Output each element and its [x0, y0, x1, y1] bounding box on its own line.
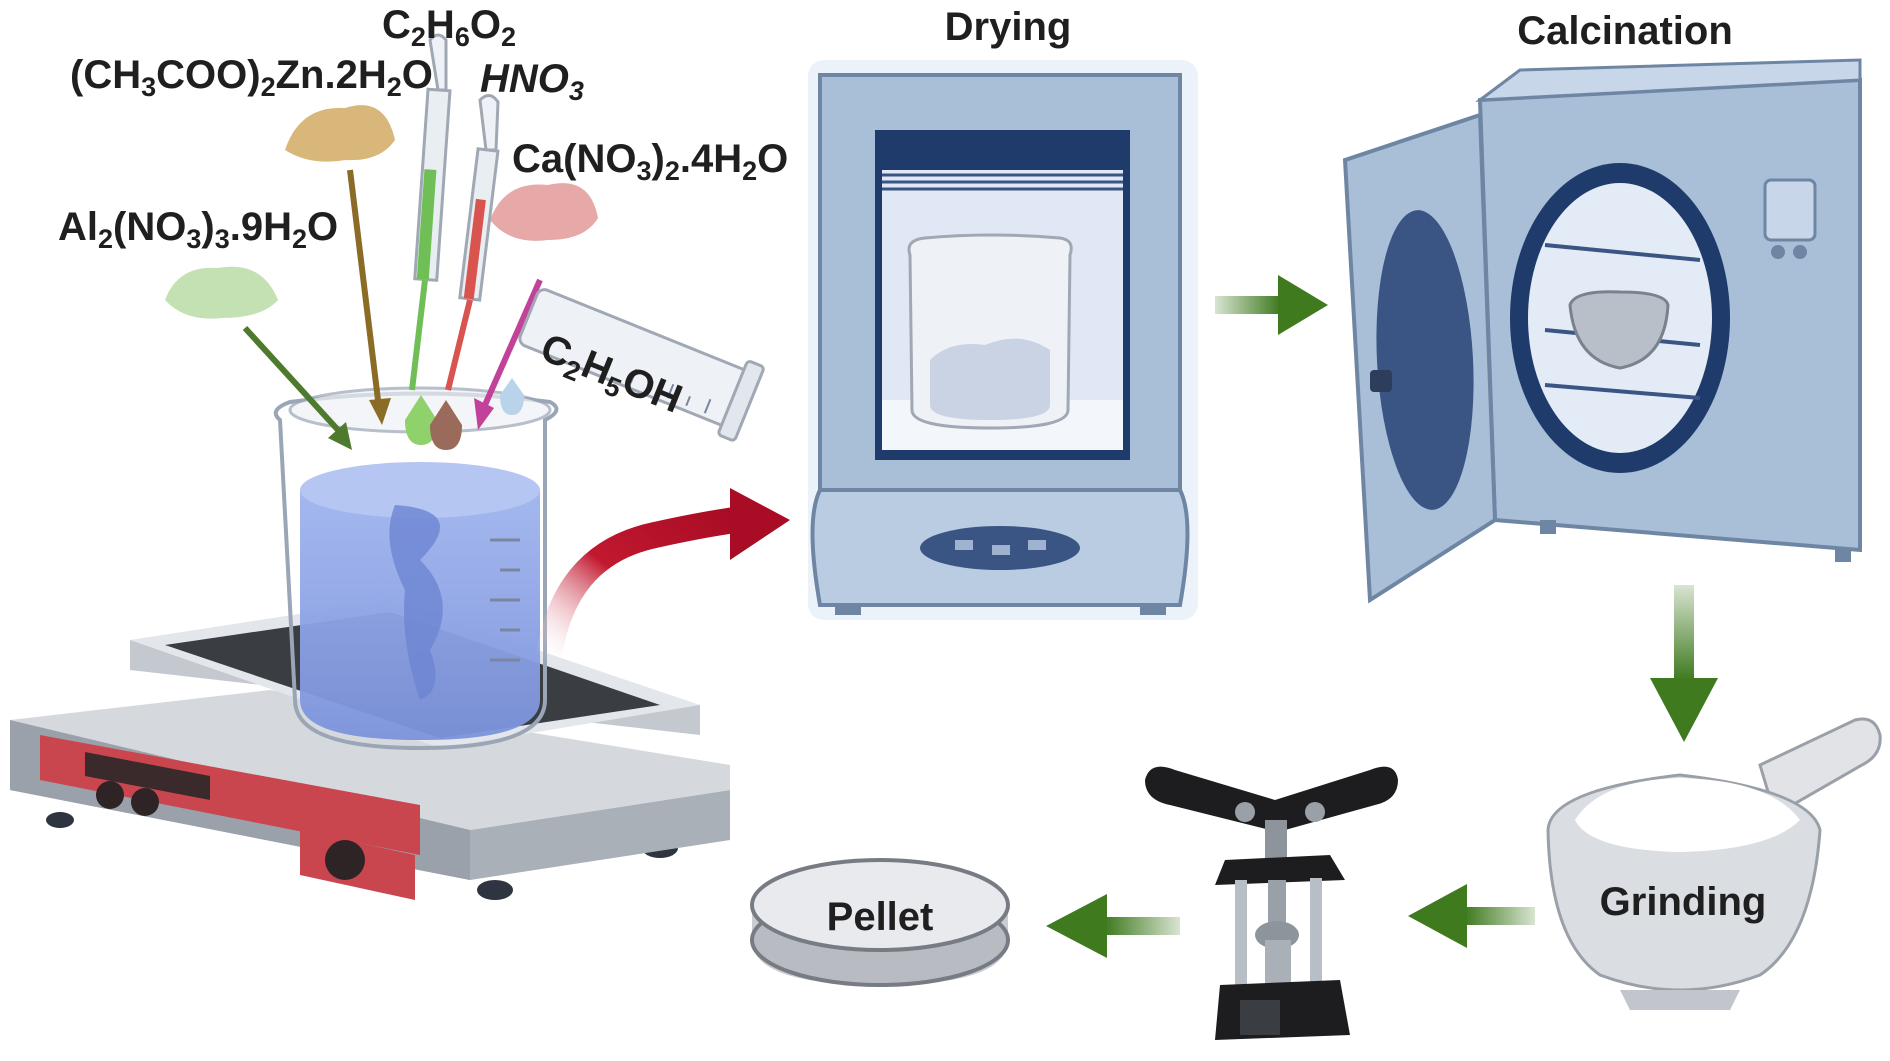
pestle [1758, 717, 1882, 818]
crucible [1568, 290, 1670, 370]
flow-arrow-calcination-to-grinding [1650, 585, 1718, 742]
label-zinc-acetate: (CH3COO)2Zn.2H2O [70, 53, 433, 102]
press-handle [1145, 766, 1398, 830]
flow-arrow-drying-to-calcination [1215, 275, 1328, 335]
door-handle [1370, 370, 1392, 392]
flow-arrow-press-to-pellet [1046, 894, 1180, 958]
step-label-drying: Drying [945, 5, 1072, 49]
ethanol-cylinder [500, 288, 765, 442]
zinc-acetate-powder [285, 105, 395, 425]
calcination-furnace [1342, 58, 1862, 604]
label-calcium-nitrate: Ca(NO3)2.4H2O [512, 137, 788, 186]
dried-powder [930, 338, 1050, 420]
hotplate-dial [325, 840, 365, 880]
step-label-grinding: Grinding [1600, 880, 1767, 924]
flow-arrow-grinding-to-press [1408, 884, 1535, 948]
label-aluminium-nitrate: Al2(NO3)3.9H2O [58, 205, 338, 254]
pellet-press [1145, 766, 1398, 1040]
step-label-calcination: Calcination [1517, 9, 1733, 53]
ground-powder [1575, 778, 1800, 852]
ethylene-glycol-pipette [405, 33, 452, 445]
aluminium-nitrate-powder [165, 266, 352, 450]
calcium-nitrate-powder [474, 183, 598, 430]
hotplate-knob [96, 781, 124, 809]
pellet [750, 858, 1010, 987]
transfer-arrow [535, 488, 790, 667]
drying-oven [808, 60, 1198, 620]
furnace-display [1763, 178, 1817, 242]
nitric-acid-pipette [430, 94, 500, 450]
hotplate-display [85, 752, 210, 800]
label-ethylene-glycol: C2H6O2 [382, 3, 516, 52]
mortar-and-pestle [1546, 717, 1882, 1010]
step-label-pellet: Pellet [827, 895, 934, 939]
label-nitric-acid: HNO3 [480, 57, 584, 106]
vortex [389, 505, 443, 700]
hotplate-knob [131, 788, 159, 816]
